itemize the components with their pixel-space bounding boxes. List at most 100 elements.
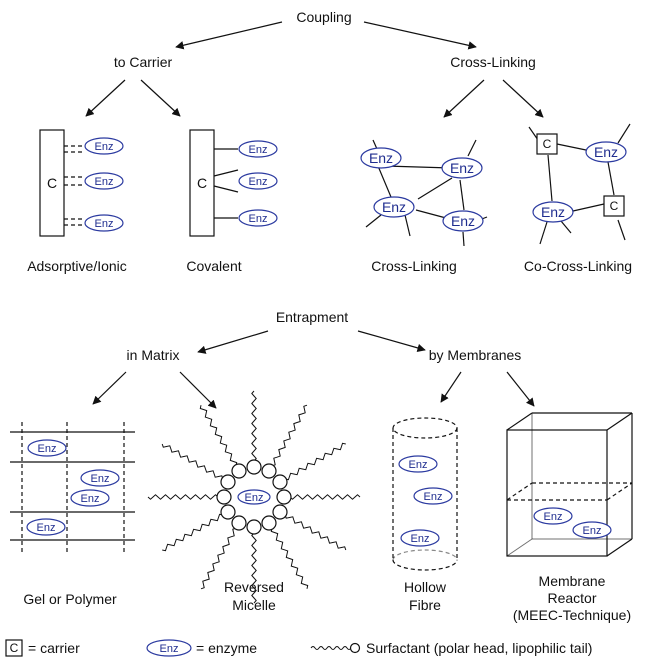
enzyme-ellipse xyxy=(441,157,483,179)
enzyme-label: Enz xyxy=(38,443,57,455)
arrow-entrapment-membranes xyxy=(357,330,426,352)
surfactant-head xyxy=(261,515,277,531)
coupling-title: Coupling xyxy=(296,9,351,25)
arrow-to-co-cross-linking xyxy=(502,79,544,118)
enzyme-ellipse xyxy=(533,507,573,525)
enzyme-label: Enz xyxy=(95,176,114,188)
enzyme-label: Enz xyxy=(95,218,114,230)
enzyme-label: Enz xyxy=(544,511,563,523)
enzyme-ellipse xyxy=(442,210,484,232)
enzyme-ellipse xyxy=(238,209,278,227)
gel-polymer-figure: Enz Enz Enz Enz xyxy=(10,422,135,552)
legend-carrier-box xyxy=(5,639,23,657)
legend-enzyme-ellipse xyxy=(146,639,192,657)
cross-linking-branch-label: Cross-Linking xyxy=(450,54,536,70)
enzyme-ellipse xyxy=(27,439,67,457)
enzyme-ellipse xyxy=(532,201,574,223)
in-matrix-label: in Matrix xyxy=(127,347,180,363)
arrow-to-micelle xyxy=(179,371,217,409)
legend-carrier-text: = carrier xyxy=(28,640,80,656)
enzyme-ellipse xyxy=(80,469,120,487)
enzyme-ellipse xyxy=(84,137,124,155)
surfactant-tail xyxy=(285,442,346,481)
enzyme-ellipse xyxy=(238,172,278,190)
legend-carrier-symbol: C xyxy=(10,641,19,655)
enzyme-label: Enz xyxy=(409,459,428,471)
carrier-symbol: C xyxy=(610,199,619,213)
legend: C = carrier Enz = enzyme Surfactant (pol… xyxy=(5,639,592,657)
surfactant-tail xyxy=(199,405,238,466)
legend-surfactant-tail xyxy=(310,646,352,650)
surfactant-head xyxy=(246,519,262,535)
enzyme-label: Enz xyxy=(451,213,475,229)
surfactant-tail xyxy=(284,514,347,551)
enzyme-label: Enz xyxy=(541,204,565,220)
enzyme-label: Enz xyxy=(411,533,430,545)
hollow-fibre-label-1: Hollow xyxy=(404,579,447,595)
hollow-fibre-figure: Enz Enz Enz xyxy=(392,417,458,571)
adsorptive-label: Adsorptive/Ionic xyxy=(27,258,127,274)
arrow-coupling-cross-linking xyxy=(363,21,477,50)
legend-surfactant-head xyxy=(349,642,361,654)
enzyme-ellipse xyxy=(572,521,612,539)
legend-surfactant-text: Surfactant (polar head, lipophilic tail) xyxy=(366,640,592,656)
carrier-box xyxy=(603,195,625,217)
surfactant-head xyxy=(272,474,288,490)
enzyme-ellipse xyxy=(237,489,271,505)
arrow-to-gel xyxy=(92,371,127,405)
arrow-to-adsorptive xyxy=(85,79,126,117)
legend-enzyme-symbol: Enz xyxy=(160,643,179,655)
enzyme-ellipse xyxy=(373,196,415,218)
enzyme-label: Enz xyxy=(95,141,114,153)
enzyme-ellipse xyxy=(238,140,278,158)
surfactant-tail xyxy=(147,494,219,500)
surfactant-head xyxy=(261,463,277,479)
surfactant-tail xyxy=(161,443,224,480)
carrier-symbol: C xyxy=(543,137,552,151)
adsorptive-ionic-figure: C Enz Enz Enz xyxy=(39,129,124,237)
gel-polymer-label: Gel or Polymer xyxy=(23,591,117,607)
cross-linking-label: Cross-Linking xyxy=(371,258,457,274)
enzyme-label: Enz xyxy=(245,492,264,504)
covalent-label: Covalent xyxy=(186,258,241,274)
carrier-symbol: C xyxy=(197,175,207,191)
enzyme-label: Enz xyxy=(382,199,406,215)
arrow-to-hollow xyxy=(440,371,462,403)
surfactant-head xyxy=(246,459,262,475)
enzyme-ellipse xyxy=(26,518,66,536)
enzyme-label: Enz xyxy=(91,473,110,485)
surfactant-head xyxy=(220,474,236,490)
enzyme-ellipse xyxy=(84,172,124,190)
surfactant-head xyxy=(231,515,247,531)
surfactant-tail xyxy=(270,528,309,589)
reversed-micelle-label-2: Micelle xyxy=(232,597,276,613)
arrow-coupling-to-carrier xyxy=(175,21,283,50)
enzyme-label: Enz xyxy=(583,525,602,537)
surfactant-head xyxy=(220,504,236,520)
hollow-fibre-label-2: Fibre xyxy=(409,597,441,613)
enzyme-ellipse xyxy=(400,529,440,547)
surfactant-head xyxy=(272,504,288,520)
surfactant-tail xyxy=(271,404,308,467)
membrane-reactor-label-3: (MEEC-Technique) xyxy=(513,607,631,623)
enzyme-ellipse xyxy=(70,489,110,507)
enzyme-label: Enz xyxy=(249,176,268,188)
surfactant-tail xyxy=(162,513,223,552)
enzyme-label: Enz xyxy=(424,491,443,503)
arrow-entrapment-matrix xyxy=(197,330,269,354)
enzyme-ellipse xyxy=(360,147,402,169)
co-cross-linking-label: Co-Cross-Linking xyxy=(524,258,632,274)
enzyme-ellipse xyxy=(585,141,627,163)
enzyme-label: Enz xyxy=(81,493,100,505)
membrane-reactor-figure: Enz Enz xyxy=(506,412,633,557)
reversed-micelle-label-1: Reversed xyxy=(224,579,284,595)
to-carrier-label: to Carrier xyxy=(114,54,173,70)
by-membranes-label: by Membranes xyxy=(429,347,522,363)
surfactant-tail xyxy=(251,532,257,604)
surfactant-head xyxy=(276,489,292,505)
surfactant-tail xyxy=(200,527,237,590)
enzyme-ellipse xyxy=(84,214,124,232)
entrapment-title: Entrapment xyxy=(276,309,348,325)
enzyme-label: Enz xyxy=(369,150,393,166)
